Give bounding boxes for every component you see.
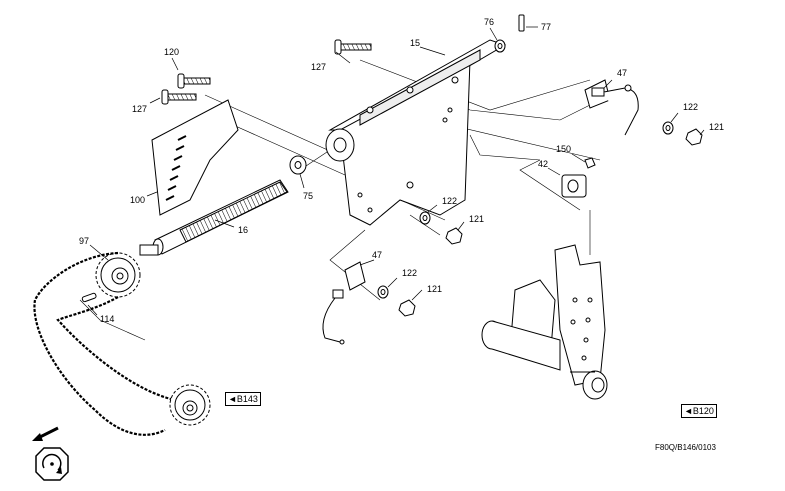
lever-arm — [481, 244, 608, 400]
part-label-15: 15 — [410, 38, 420, 48]
clamp-block — [561, 157, 596, 198]
reference-b143[interactable]: ◄B143 — [225, 392, 261, 406]
rotation-symbol-icon — [35, 447, 69, 481]
sensor-lower — [322, 261, 366, 345]
part-label-121: 121 — [427, 284, 442, 294]
direction-arrow-icon — [32, 426, 59, 441]
drive-chain — [33, 251, 176, 436]
label-leaders — [87, 26, 705, 316]
part-label-75: 75 — [303, 191, 313, 201]
scale-plate — [151, 99, 239, 216]
part-label-121: 121 — [709, 122, 724, 132]
sensor-upper — [584, 79, 639, 136]
part-label-122: 122 — [402, 268, 417, 278]
part-label-127: 127 — [132, 104, 147, 114]
lower-sprocket — [169, 384, 211, 426]
part-label-77: 77 — [541, 22, 551, 32]
part-label-76: 76 — [484, 17, 494, 27]
reference-b120[interactable]: ◄B120 — [681, 404, 717, 418]
part-labels: 120 127 127 15 76 77 47 122 121 150 42 1… — [79, 17, 724, 324]
threaded-spindle — [139, 179, 289, 256]
part-label-150: 150 — [556, 144, 571, 154]
washers — [289, 39, 674, 299]
drawing-code: F80Q/B146/0103 — [655, 443, 716, 452]
part-label-127: 127 — [311, 62, 326, 72]
bolts — [161, 14, 525, 105]
part-label-122: 122 — [442, 196, 457, 206]
part-label-47: 47 — [372, 250, 382, 260]
part-label-42: 42 — [538, 159, 548, 169]
part-label-121: 121 — [469, 214, 484, 224]
part-label-120: 120 — [164, 47, 179, 57]
part-label-100: 100 — [130, 195, 145, 205]
mounting-bracket — [325, 39, 507, 226]
drive-sprocket — [95, 252, 141, 298]
part-label-16: 16 — [238, 225, 248, 235]
part-label-97: 97 — [79, 236, 89, 246]
pin — [81, 292, 97, 303]
part-label-47: 47 — [617, 68, 627, 78]
part-label-114: 114 — [100, 314, 114, 324]
part-label-122: 122 — [683, 102, 698, 112]
nuts — [398, 128, 703, 317]
